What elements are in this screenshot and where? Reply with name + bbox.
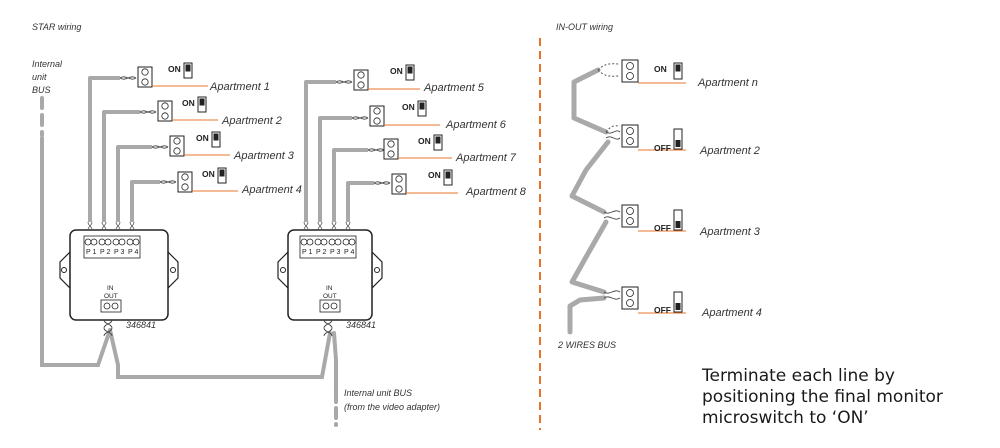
device-code-left: 346841: [126, 320, 156, 330]
inout-bus-cable: [567, 67, 611, 335]
left-bus-cable: [40, 96, 338, 427]
switch-state-label: ON: [202, 169, 215, 179]
microswitch-on-icon: [183, 62, 193, 79]
microswitch-on-icon: [197, 96, 207, 113]
out-label: OUT: [104, 293, 118, 300]
internal-unit-bus-label-line3: BUS: [32, 85, 51, 95]
left-star-cables: [88, 76, 160, 222]
apartment-label: Apartment 2: [699, 145, 760, 157]
right-input-twists: [303, 221, 351, 231]
terminal-block: [621, 204, 686, 232]
microswitch-on-icon: [417, 100, 427, 117]
port-label-p1: P 1: [86, 249, 96, 256]
apartment-label: Apartment 3: [699, 226, 761, 238]
port-label-p4-right: P 4: [344, 249, 354, 256]
note-line-1: Terminate each line by: [702, 366, 895, 386]
port-label-p2-right: P 2: [316, 249, 326, 256]
apartment-label: Apartment 6: [445, 119, 507, 131]
switch-state-label: OFF: [654, 305, 671, 315]
microswitch-on-icon: [405, 64, 415, 81]
apartment-label: Apartment 4: [241, 184, 302, 196]
terminal-block: [159, 171, 238, 193]
in-label-right: IN: [326, 285, 333, 292]
right-star-cables: [304, 80, 374, 222]
internal-unit-bus-bottom-line1: Internal unit BUS: [344, 388, 412, 398]
switch-state-label: ON: [390, 66, 403, 76]
distribution-box-right: P 1 P 2 P 3 P 4 IN OUT: [277, 229, 383, 321]
apartment-label: Apartment 7: [455, 152, 517, 164]
port-label-p3-right: P 3: [330, 249, 340, 256]
inout-wiring-heading: IN-OUT wiring: [556, 22, 613, 32]
terminal-block: [119, 66, 208, 88]
apartment-label: Apartment 8: [465, 186, 527, 198]
microswitch-off-icon: [673, 291, 683, 313]
apartment-label: Apartment 2: [221, 115, 282, 127]
terminal-block: [373, 173, 458, 195]
switch-state-label: ON: [428, 170, 441, 180]
apartment-label: Apartment 5: [423, 82, 485, 94]
out-label-right: OUT: [323, 293, 337, 300]
switch-state-label: ON: [196, 133, 209, 143]
microswitch-off-icon: [673, 209, 683, 231]
star-wiring-heading: STAR wiring: [32, 22, 81, 32]
internal-unit-bus-label-line1: Internal: [32, 59, 63, 69]
switch-state-label: ON: [418, 136, 431, 146]
device-code-right: 346841: [346, 320, 376, 330]
switch-state-label: OFF: [654, 143, 671, 153]
terminal-block: [621, 59, 686, 84]
terminal-block: [367, 138, 452, 160]
inout-dashed-links: [597, 63, 621, 133]
port-label-p3: P 3: [114, 249, 124, 256]
note-line-3: microswitch to ‘ON’: [702, 408, 869, 428]
left-input-twists: [87, 221, 135, 231]
two-wires-bus-label: 2 WIRES BUS: [557, 340, 616, 350]
switch-state-label: ON: [654, 64, 667, 74]
in-label: IN: [107, 285, 114, 292]
switch-state-label: ON: [402, 102, 415, 112]
port-label-p2: P 2: [100, 249, 110, 256]
internal-unit-bus-bottom-line2: (from the video adapter): [344, 402, 440, 412]
microswitch-off-icon: [673, 128, 683, 150]
box-left-twist: [103, 319, 113, 337]
box-right-twist: [323, 319, 333, 337]
internal-unit-bus-label-line2: unit: [32, 72, 47, 82]
microswitch-on-icon: [217, 167, 227, 184]
distribution-box-left: P 1 P 2 P 3 P 4 IN OUT: [59, 229, 179, 321]
inout-twists: [603, 130, 621, 300]
terminal-block: [335, 69, 420, 91]
port-label-p1-right: P 1: [302, 249, 312, 256]
apartment-label: Apartment 3: [233, 150, 295, 162]
apartment-label: Apartment 4: [701, 307, 762, 319]
terminal-block: [621, 286, 686, 314]
port-label-p4: P 4: [128, 249, 138, 256]
microswitch-on-icon: [443, 169, 453, 186]
microswitch-on-icon: [211, 131, 221, 148]
microswitch-on-icon: [433, 134, 443, 151]
switch-state-label: ON: [168, 64, 181, 74]
terminal-block: [351, 105, 440, 127]
terminal-block: [621, 124, 686, 151]
terminal-block: [151, 135, 230, 157]
microswitch-on-icon: [673, 62, 683, 80]
apartment-label: Apartment 1: [209, 81, 270, 93]
switch-state-label: OFF: [654, 223, 671, 233]
apartment-label: Apartment n: [697, 77, 758, 89]
terminal-block: [139, 100, 218, 122]
note-line-2: positioning the final monitor: [702, 387, 943, 407]
switch-state-label: ON: [182, 98, 195, 108]
termination-note: Terminate each line by positioning the f…: [702, 366, 992, 429]
